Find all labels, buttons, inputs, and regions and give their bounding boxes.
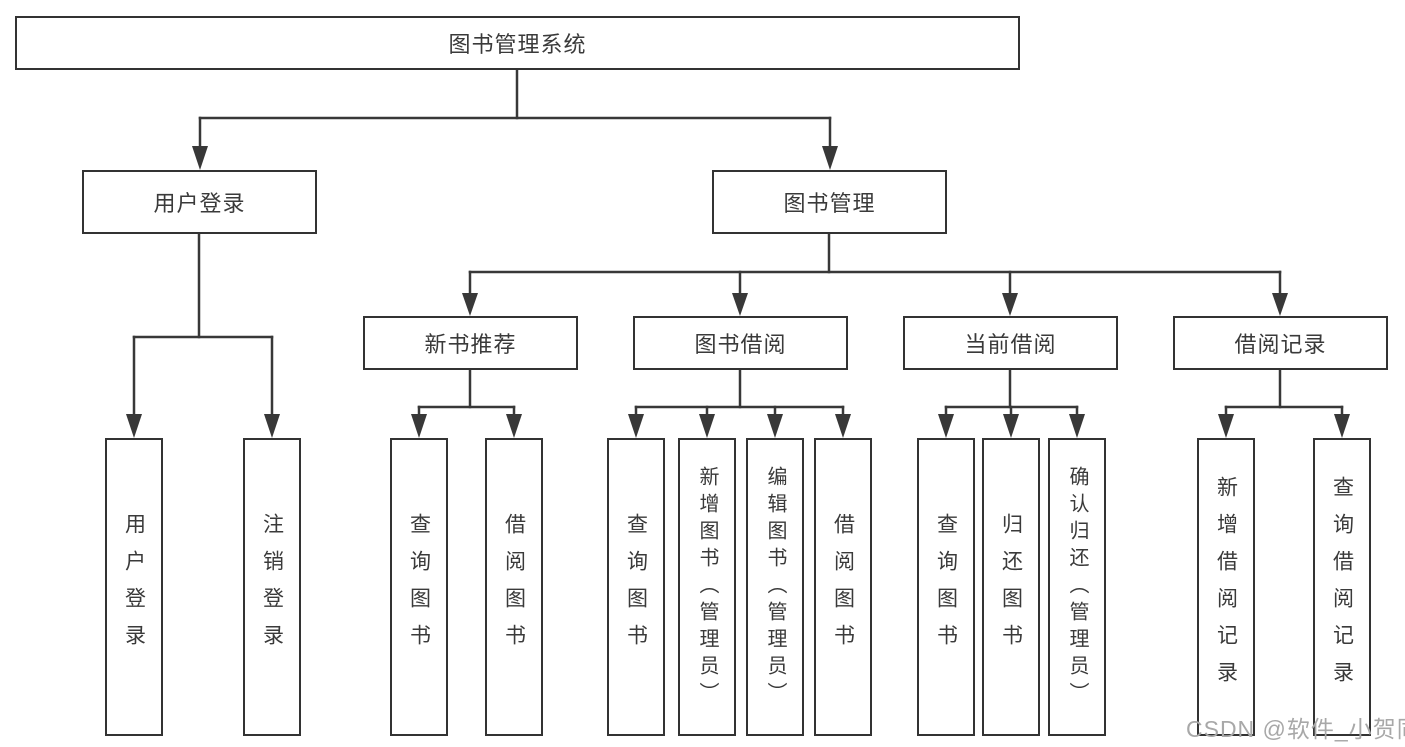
leaf-return-book: 归还图书 [982,438,1040,736]
node-root: 图书管理系统 [15,16,1020,70]
leaf-user-login: 用户登录 [105,438,163,736]
leaf-query-borrow-record: 查询借阅记录 [1313,438,1371,736]
leaf-borrow-books: 借阅图书 [814,438,872,736]
leaf-query-books-recommend: 查询图书 [390,438,448,736]
leaf-borrow-books-recommend: 借阅图书 [485,438,543,736]
watermark-text: CSDN @软件_小贺同学 [1186,716,1405,742]
leaf-add-borrow-record-label: 新增借阅记录 [1214,476,1238,698]
leaf-query-books-current-label: 查询图书 [934,513,958,661]
leaf-logout-label: 注销登录 [260,513,284,661]
leaf-confirm-return-admin-label: 确认归还（管理员） [1066,465,1088,709]
leaf-query-books-borrowing-label: 查询图书 [624,513,648,661]
node-new-book-recommend-label: 新书推荐 [424,332,517,357]
leaf-confirm-return-admin: 确认归还（管理员） [1048,438,1106,736]
leaf-borrow-books-label: 借阅图书 [831,513,855,661]
leaf-edit-book-admin: 编辑图书（管理员） [746,438,804,736]
leaf-return-book-label: 归还图书 [999,513,1023,661]
leaf-query-borrow-record-label: 查询借阅记录 [1330,476,1354,698]
node-borrow-records-label: 借阅记录 [1234,332,1327,357]
leaf-edit-book-admin-label: 编辑图书（管理员） [764,465,786,709]
node-current-borrowing: 当前借阅 [903,316,1118,370]
leaf-query-books-recommend-label: 查询图书 [407,513,431,661]
leaf-query-books-current: 查询图书 [917,438,975,736]
leaf-logout: 注销登录 [243,438,301,736]
leaf-add-book-admin-label: 新增图书（管理员） [696,465,718,709]
node-current-borrowing-label: 当前借阅 [964,332,1057,357]
node-book-management-label: 图书管理 [783,191,876,216]
node-borrow-records: 借阅记录 [1173,316,1388,370]
node-user-login: 用户登录 [82,170,317,234]
node-book-borrowing: 图书借阅 [633,316,848,370]
leaf-add-borrow-record: 新增借阅记录 [1197,438,1255,736]
leaf-user-login-label: 用户登录 [122,513,146,661]
node-user-login-label: 用户登录 [153,191,246,216]
leaf-borrow-books-recommend-label: 借阅图书 [502,513,526,661]
node-root-label: 图书管理系统 [448,32,587,57]
node-book-management: 图书管理 [712,170,947,234]
node-book-borrowing-label: 图书借阅 [694,332,787,357]
leaf-add-book-admin: 新增图书（管理员） [678,438,736,736]
node-new-book-recommend: 新书推荐 [363,316,578,370]
leaf-query-books-borrowing: 查询图书 [607,438,665,736]
